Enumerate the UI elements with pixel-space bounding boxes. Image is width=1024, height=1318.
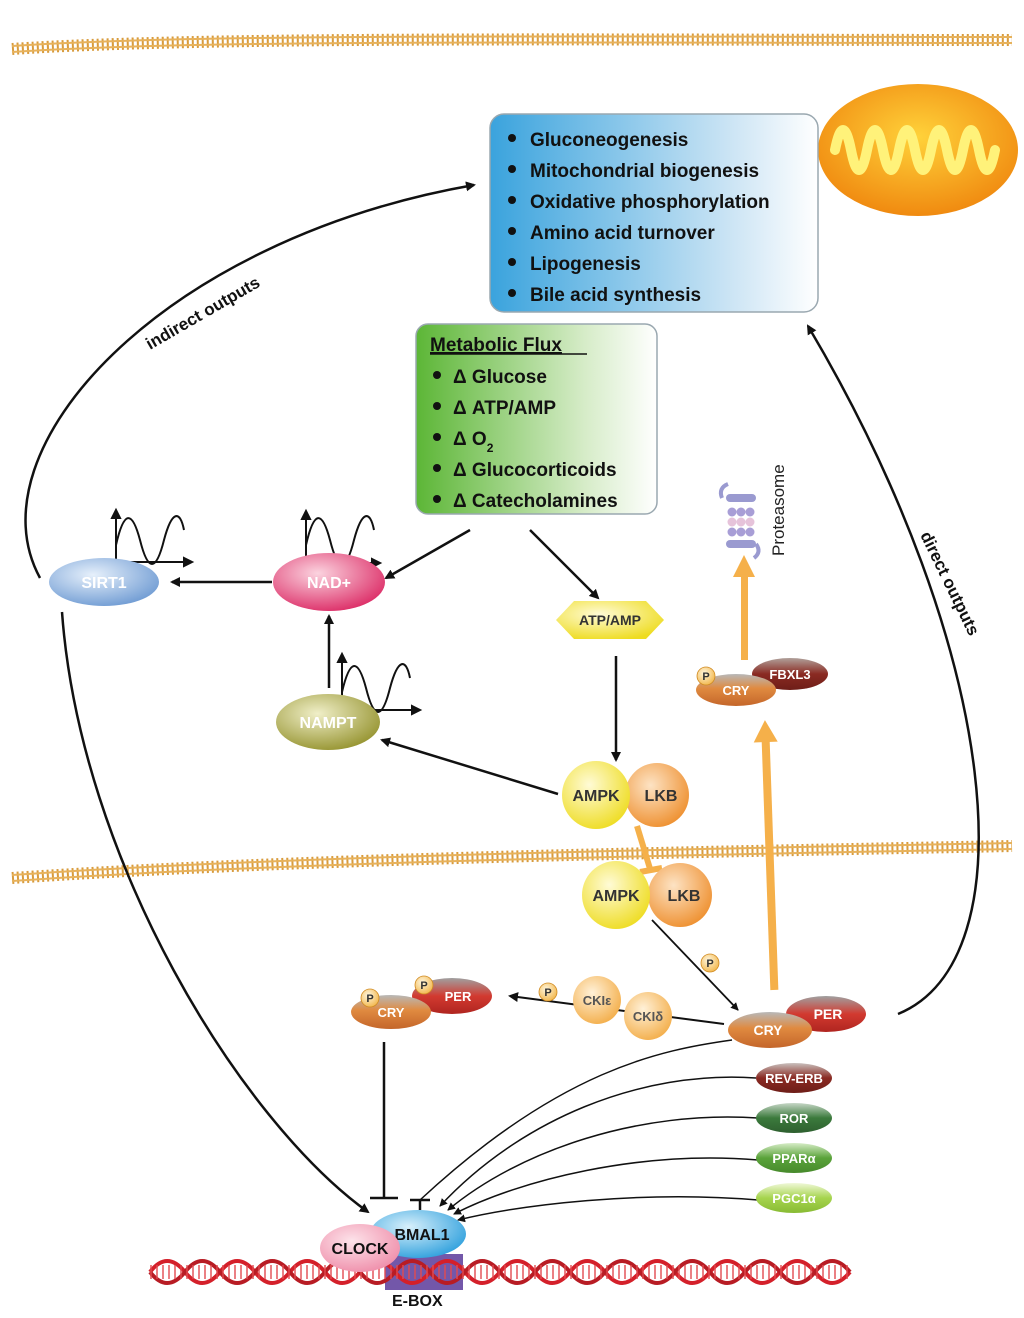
lkb-node — [648, 863, 712, 927]
nad-node — [273, 553, 385, 611]
output-item: Bile acid synthesis — [530, 285, 701, 306]
mitochondrion-icon — [818, 84, 1018, 216]
ampk-node — [562, 761, 630, 829]
lkb-label: LKB — [645, 788, 678, 805]
regulator-arrows — [439, 1076, 759, 1223]
output-item: Gluconeogenesis — [530, 130, 688, 151]
metabolic-flux-box: Metabolic Flux Δ Glucose Δ ATP/AMP Δ O2 … — [415, 323, 658, 515]
output-item: Lipogenesis — [530, 254, 641, 275]
flux-item: Δ Glucose — [453, 367, 547, 388]
indirect-outputs-arrow — [24, 181, 476, 579]
bmal1-label: BMAL1 — [394, 1227, 449, 1244]
fbxl3-label: FBXL3 — [769, 667, 810, 682]
flux-item: Δ Glucocorticoids — [453, 460, 617, 481]
cry-label: CRY — [753, 1022, 783, 1038]
ror-label: ROR — [780, 1111, 810, 1126]
ebox-label: E-BOX — [392, 1293, 443, 1310]
rev-erb-label: REV-ERB — [765, 1071, 823, 1086]
phospho-badge — [696, 666, 716, 686]
outer-membrane — [11, 33, 1013, 55]
atp-amp-node — [556, 601, 664, 639]
cry-node — [728, 1012, 812, 1048]
clock-node — [320, 1224, 400, 1272]
pgc1a-label: PGC1α — [772, 1191, 815, 1206]
direct-outputs-arrow — [806, 324, 980, 1016]
proteasome-icon — [718, 482, 761, 560]
atp-amp-label: ATP/AMP — [579, 612, 641, 628]
phospho-label: P — [706, 958, 713, 970]
nuclear-membrane — [11, 840, 1013, 884]
ppara-node — [756, 1143, 832, 1173]
cry-label: CRY — [723, 683, 750, 698]
cki-epsilon-label: CKIε — [583, 993, 612, 1008]
pgc1a-node — [756, 1183, 832, 1213]
rev-erb-node — [756, 1063, 832, 1093]
output-item: Oxidative phosphorylation — [530, 192, 770, 213]
sirt1-node — [49, 558, 159, 606]
phospho-badge — [360, 988, 380, 1008]
phospho-badge — [414, 975, 434, 995]
output-item: Amino acid turnover — [530, 223, 715, 244]
lkb-label: LKB — [668, 888, 701, 905]
cry-node — [696, 674, 776, 706]
phospho-badge — [700, 953, 720, 973]
phospho-label: P — [544, 987, 551, 999]
pathway-arrows — [60, 528, 739, 1214]
flux-item: Δ ATP/AMP — [453, 398, 556, 419]
proteasome-label: Proteasome — [769, 464, 788, 556]
ppara-label: PPARα — [772, 1151, 815, 1166]
direct-outputs-label: direct outputs — [916, 528, 983, 638]
phospho-badge — [538, 982, 558, 1002]
phospho-label: P — [366, 993, 373, 1005]
per-label: PER — [445, 989, 472, 1004]
cki-delta-node — [624, 992, 672, 1040]
per-label: PER — [814, 1006, 843, 1022]
flux-item: Δ Catecholamines — [453, 491, 618, 512]
orange-arrows — [634, 555, 779, 991]
dna-helix-icon — [148, 1254, 852, 1290]
cki-epsilon-node — [573, 976, 621, 1024]
nampt-node — [276, 694, 380, 750]
ampk-label: AMPK — [592, 888, 640, 905]
oscillation-graph-icon — [110, 507, 195, 568]
fbxl3-node — [752, 658, 828, 690]
ror-node — [756, 1103, 832, 1133]
flux-item: Δ O2 — [453, 429, 494, 455]
phospho-label: P — [420, 980, 427, 992]
phospho-label: P — [702, 671, 709, 683]
cry-label: CRY — [378, 1005, 405, 1020]
output-item: Mitochondrial biogenesis — [530, 161, 759, 182]
outputs-box: Gluconeogenesis Mitochondrial biogenesis… — [489, 113, 819, 313]
sirt1-to-bmal1-inhibition — [419, 1039, 733, 1201]
clock-label: CLOCK — [332, 1241, 389, 1258]
nampt-label: NAMPT — [300, 715, 357, 732]
ampk-node — [582, 861, 650, 929]
flux-title: Metabolic Flux — [430, 335, 562, 356]
sirt1-label: SIRT1 — [81, 575, 126, 592]
cki-delta-label: CKIδ — [633, 1009, 663, 1024]
nad-label: NAD+ — [307, 575, 351, 592]
ampk-label: AMPK — [572, 788, 620, 805]
lkb-node — [625, 763, 689, 827]
